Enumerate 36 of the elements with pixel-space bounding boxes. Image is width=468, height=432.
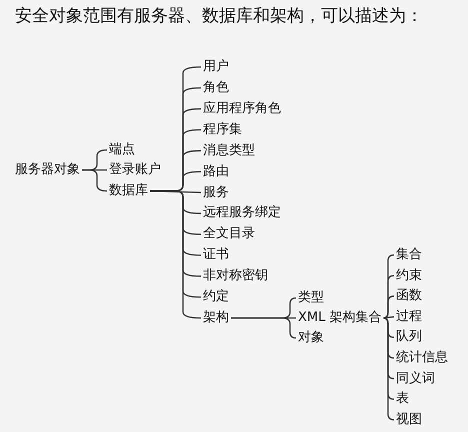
tree-item-label: 数据库 <box>109 182 148 200</box>
tree-item-label: 远程服务绑定 <box>203 204 281 222</box>
heading: 安全对象范围有服务器、数据库和架构，可以描述为： <box>15 5 423 27</box>
tree-item-label: 服务器对象 <box>15 161 80 179</box>
brace-line <box>383 316 394 319</box>
tree-item-label: 应用程序角色 <box>203 100 281 118</box>
brace-line <box>231 317 296 339</box>
tree-item-label: 路由 <box>203 162 229 181</box>
tree-item-label: 端点 <box>109 141 135 159</box>
tree-item-label: 用户 <box>203 58 229 76</box>
tree-item-label: 消息类型 <box>203 142 255 160</box>
tree-item-label: 登录账户 <box>109 161 161 179</box>
brace-line <box>382 296 394 319</box>
tree-item-label: 同义词 <box>396 370 435 388</box>
brace-line <box>382 317 394 420</box>
tree-item-label: 服务 <box>203 184 229 202</box>
tree-item-label: 非对称密钥 <box>203 267 268 286</box>
tree-item-label: 表 <box>396 390 409 408</box>
tree-item-label: XML 架构集合 <box>298 309 382 327</box>
tree-item-label: 视图 <box>396 410 422 429</box>
tree-item-label: 角色 <box>203 78 229 97</box>
tree-item-label: 约束 <box>396 266 422 285</box>
tree-item-label: 程序集 <box>203 120 242 139</box>
tree-item-label: 全文目录 <box>203 225 255 244</box>
tree-item-label: 统计信息 <box>396 349 448 367</box>
tree-item-label: 集合 <box>396 246 422 264</box>
tree-item-label: 函数 <box>396 287 422 306</box>
tree-item-label: 队列 <box>396 328 422 346</box>
brace-line <box>150 190 201 319</box>
tree-item-label: 证书 <box>203 246 229 264</box>
brace-line <box>82 169 108 192</box>
tree-item-label: 架构 <box>203 309 229 328</box>
tree-item-label: 过程 <box>396 308 422 326</box>
tree-item-label: 对象 <box>298 329 324 347</box>
tree-item-label: 约定 <box>203 288 229 306</box>
tree-item-label: 类型 <box>298 289 324 307</box>
